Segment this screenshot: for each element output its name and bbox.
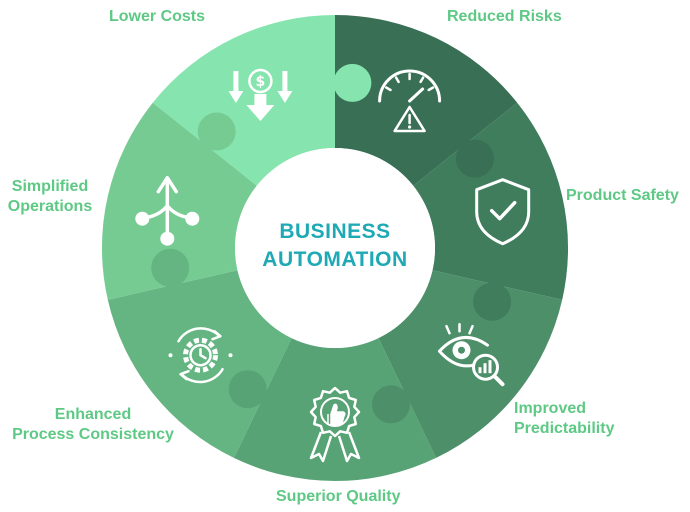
- shield-check-icon: [475, 178, 531, 246]
- label-improved-predictability: Improved Predictability: [514, 400, 615, 437]
- label-simplified-operations: Simplified Operations: [7, 178, 93, 215]
- branch-arrow-icon: [135, 175, 200, 246]
- segment-reduced-risks: [335, 14, 518, 186]
- segment-improved-predictability: [378, 270, 563, 458]
- puzzle-tab-enhanced-process-consistency: [151, 248, 190, 287]
- puzzle-tab-simplified-operations: [197, 112, 236, 151]
- center-title-line2: AUTOMATION: [262, 248, 408, 271]
- segment-product-safety: [413, 102, 569, 300]
- eye-analytics-icon: [438, 322, 505, 387]
- center-title: BUSINESS AUTOMATION: [225, 218, 445, 274]
- gauge-warning-icon: [378, 69, 442, 133]
- label-enhanced-process-consistency: Enhanced Process Consistency: [12, 406, 174, 443]
- quality-badge-icon: [309, 386, 361, 463]
- center-title-line1: BUSINESS: [279, 220, 391, 243]
- puzzle-tab-lower-costs: [333, 63, 372, 102]
- label-lower-costs: Lower Costs: [109, 8, 206, 25]
- segment-lower-costs: [152, 14, 335, 186]
- svg-text:$: $: [256, 74, 266, 90]
- label-product-safety: Product Safety: [566, 187, 679, 204]
- money-down-icon: $: [228, 68, 293, 121]
- gear-clock-icon: [168, 327, 233, 384]
- center-circle: [235, 148, 435, 348]
- puzzle-tab-reduced-risks: [455, 139, 494, 178]
- puzzle-tab-improved-predictability: [372, 385, 410, 424]
- puzzle-tab-product-safety: [473, 282, 512, 321]
- segment-simplified-operations: [101, 102, 257, 300]
- puzzle-tab-superior-quality: [228, 370, 267, 409]
- label-reduced-risks: Reduced Risks: [447, 8, 562, 25]
- label-superior-quality: Superior Quality: [276, 488, 401, 505]
